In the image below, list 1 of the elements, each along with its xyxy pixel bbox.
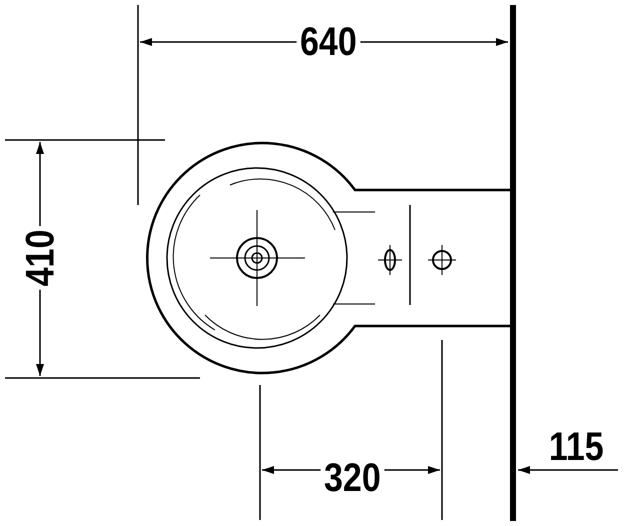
dimension-label: 115 (547, 427, 604, 467)
